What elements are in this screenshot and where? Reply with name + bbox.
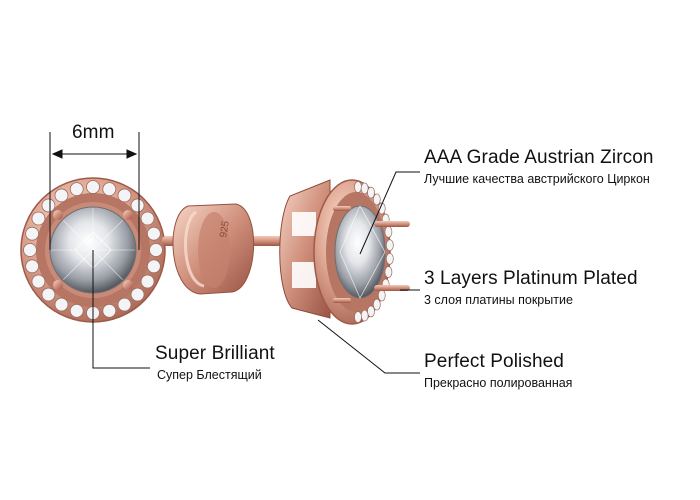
- callout-polished-subtitle: Прекрасно полированная: [424, 376, 573, 390]
- callout-zircon-title: AAA Grade Austrian Zircon: [424, 147, 654, 168]
- leader-line-zircon: [359, 171, 420, 255]
- callout-brilliant-title: Super Brilliant: [155, 343, 275, 364]
- leader-line-brilliant: [92, 250, 150, 369]
- dimension-label: 6mm: [72, 122, 115, 143]
- side-earring: [279, 179, 410, 325]
- silver-stamp: 925: [218, 220, 232, 239]
- callout-polished-title: Perfect Polished: [424, 351, 564, 372]
- callout-brilliant-subtitle: Супер Блестящий: [157, 368, 262, 382]
- callout-plating-title: 3 Layers Platinum Plated: [424, 268, 638, 289]
- leader-line-polished: [317, 319, 420, 374]
- dimension-marker: [49, 132, 140, 250]
- callout-zircon-subtitle: Лучшие качества австрийского Циркон: [424, 172, 650, 186]
- callout-plating-subtitle: 3 слоя платины покрытие: [424, 293, 573, 307]
- butterfly-back: 925: [172, 203, 254, 295]
